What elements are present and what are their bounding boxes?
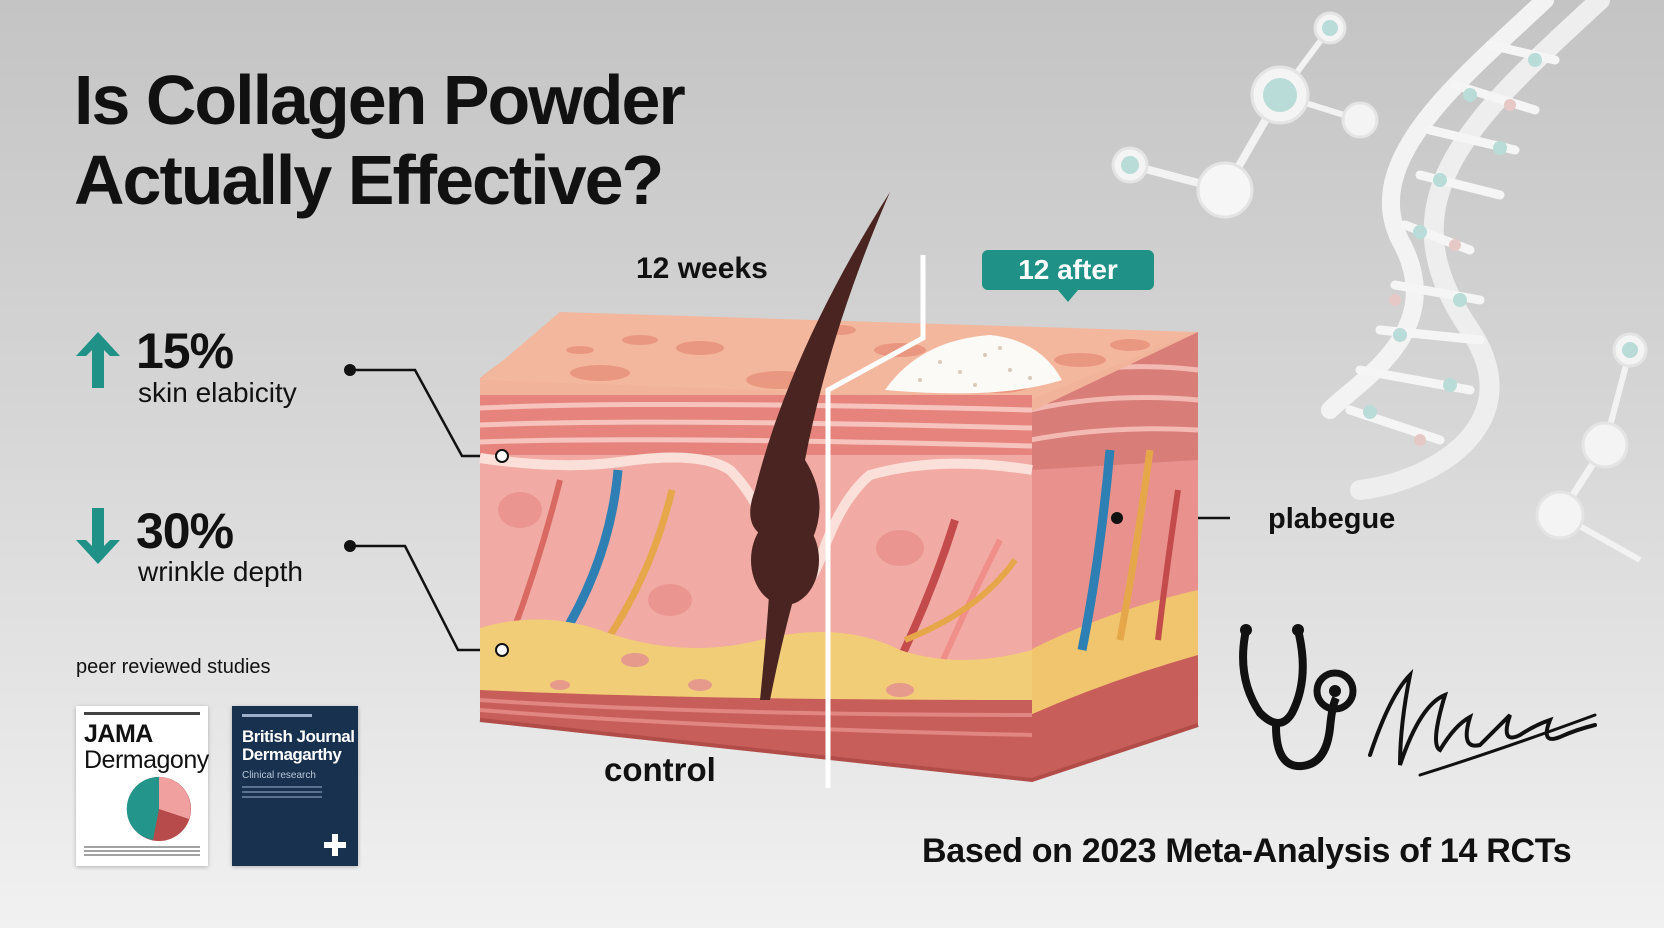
label-12-weeks: 12 weeks	[636, 252, 768, 285]
cover-top-rule	[242, 714, 312, 717]
cover-fine-print	[84, 846, 200, 856]
british-title-line2: Dermagarthy	[242, 745, 342, 764]
label-control: control	[604, 751, 716, 788]
jama-title-line1: JAMA	[84, 720, 153, 748]
journal-cover-jama: JAMA Dermagony	[76, 706, 209, 866]
journal-cover-british: British Journal Dermagarthy Clinical res…	[232, 706, 358, 866]
stethoscope-icon	[1239, 624, 1357, 771]
footer-source: Based on 2023 Meta-Analysis of 14 RCTs	[922, 832, 1572, 870]
title-line-2: Actually Effective?	[74, 141, 664, 219]
hair-follicle	[750, 192, 890, 700]
jama-title-line2: Dermagony	[84, 746, 209, 774]
label-plabegue: plabegue	[1268, 503, 1396, 535]
title-line-1: Is Collagen Powder	[74, 61, 686, 139]
stat-value-elasticity: 15%	[136, 323, 234, 379]
studies-heading: peer reviewed studies	[76, 656, 271, 678]
arrow-down-icon	[76, 508, 120, 564]
pie-chart-icon	[126, 776, 191, 841]
cover-top-rule	[84, 712, 200, 715]
british-title-line1: British Journal	[242, 727, 355, 746]
stat-value-wrinkle: 30%	[136, 503, 234, 559]
stat-label-wrinkle: wrinkle depth	[138, 556, 303, 587]
british-subtitle: Clinical research	[242, 770, 316, 781]
collagen-powder	[885, 335, 1062, 394]
molecule-icon	[1111, 11, 1379, 219]
arrow-up-icon	[76, 332, 120, 388]
cover-fine-print	[242, 786, 322, 800]
molecule-icon	[1535, 332, 1648, 563]
medical-cross-icon	[324, 834, 346, 856]
skin-cross-section	[344, 192, 1230, 788]
stat-label-elasticity: skin elabicity	[138, 377, 297, 408]
signature	[1368, 668, 1597, 777]
badge-12-after: 12 after	[982, 250, 1154, 302]
dna-helix-icon	[1321, 0, 1610, 500]
